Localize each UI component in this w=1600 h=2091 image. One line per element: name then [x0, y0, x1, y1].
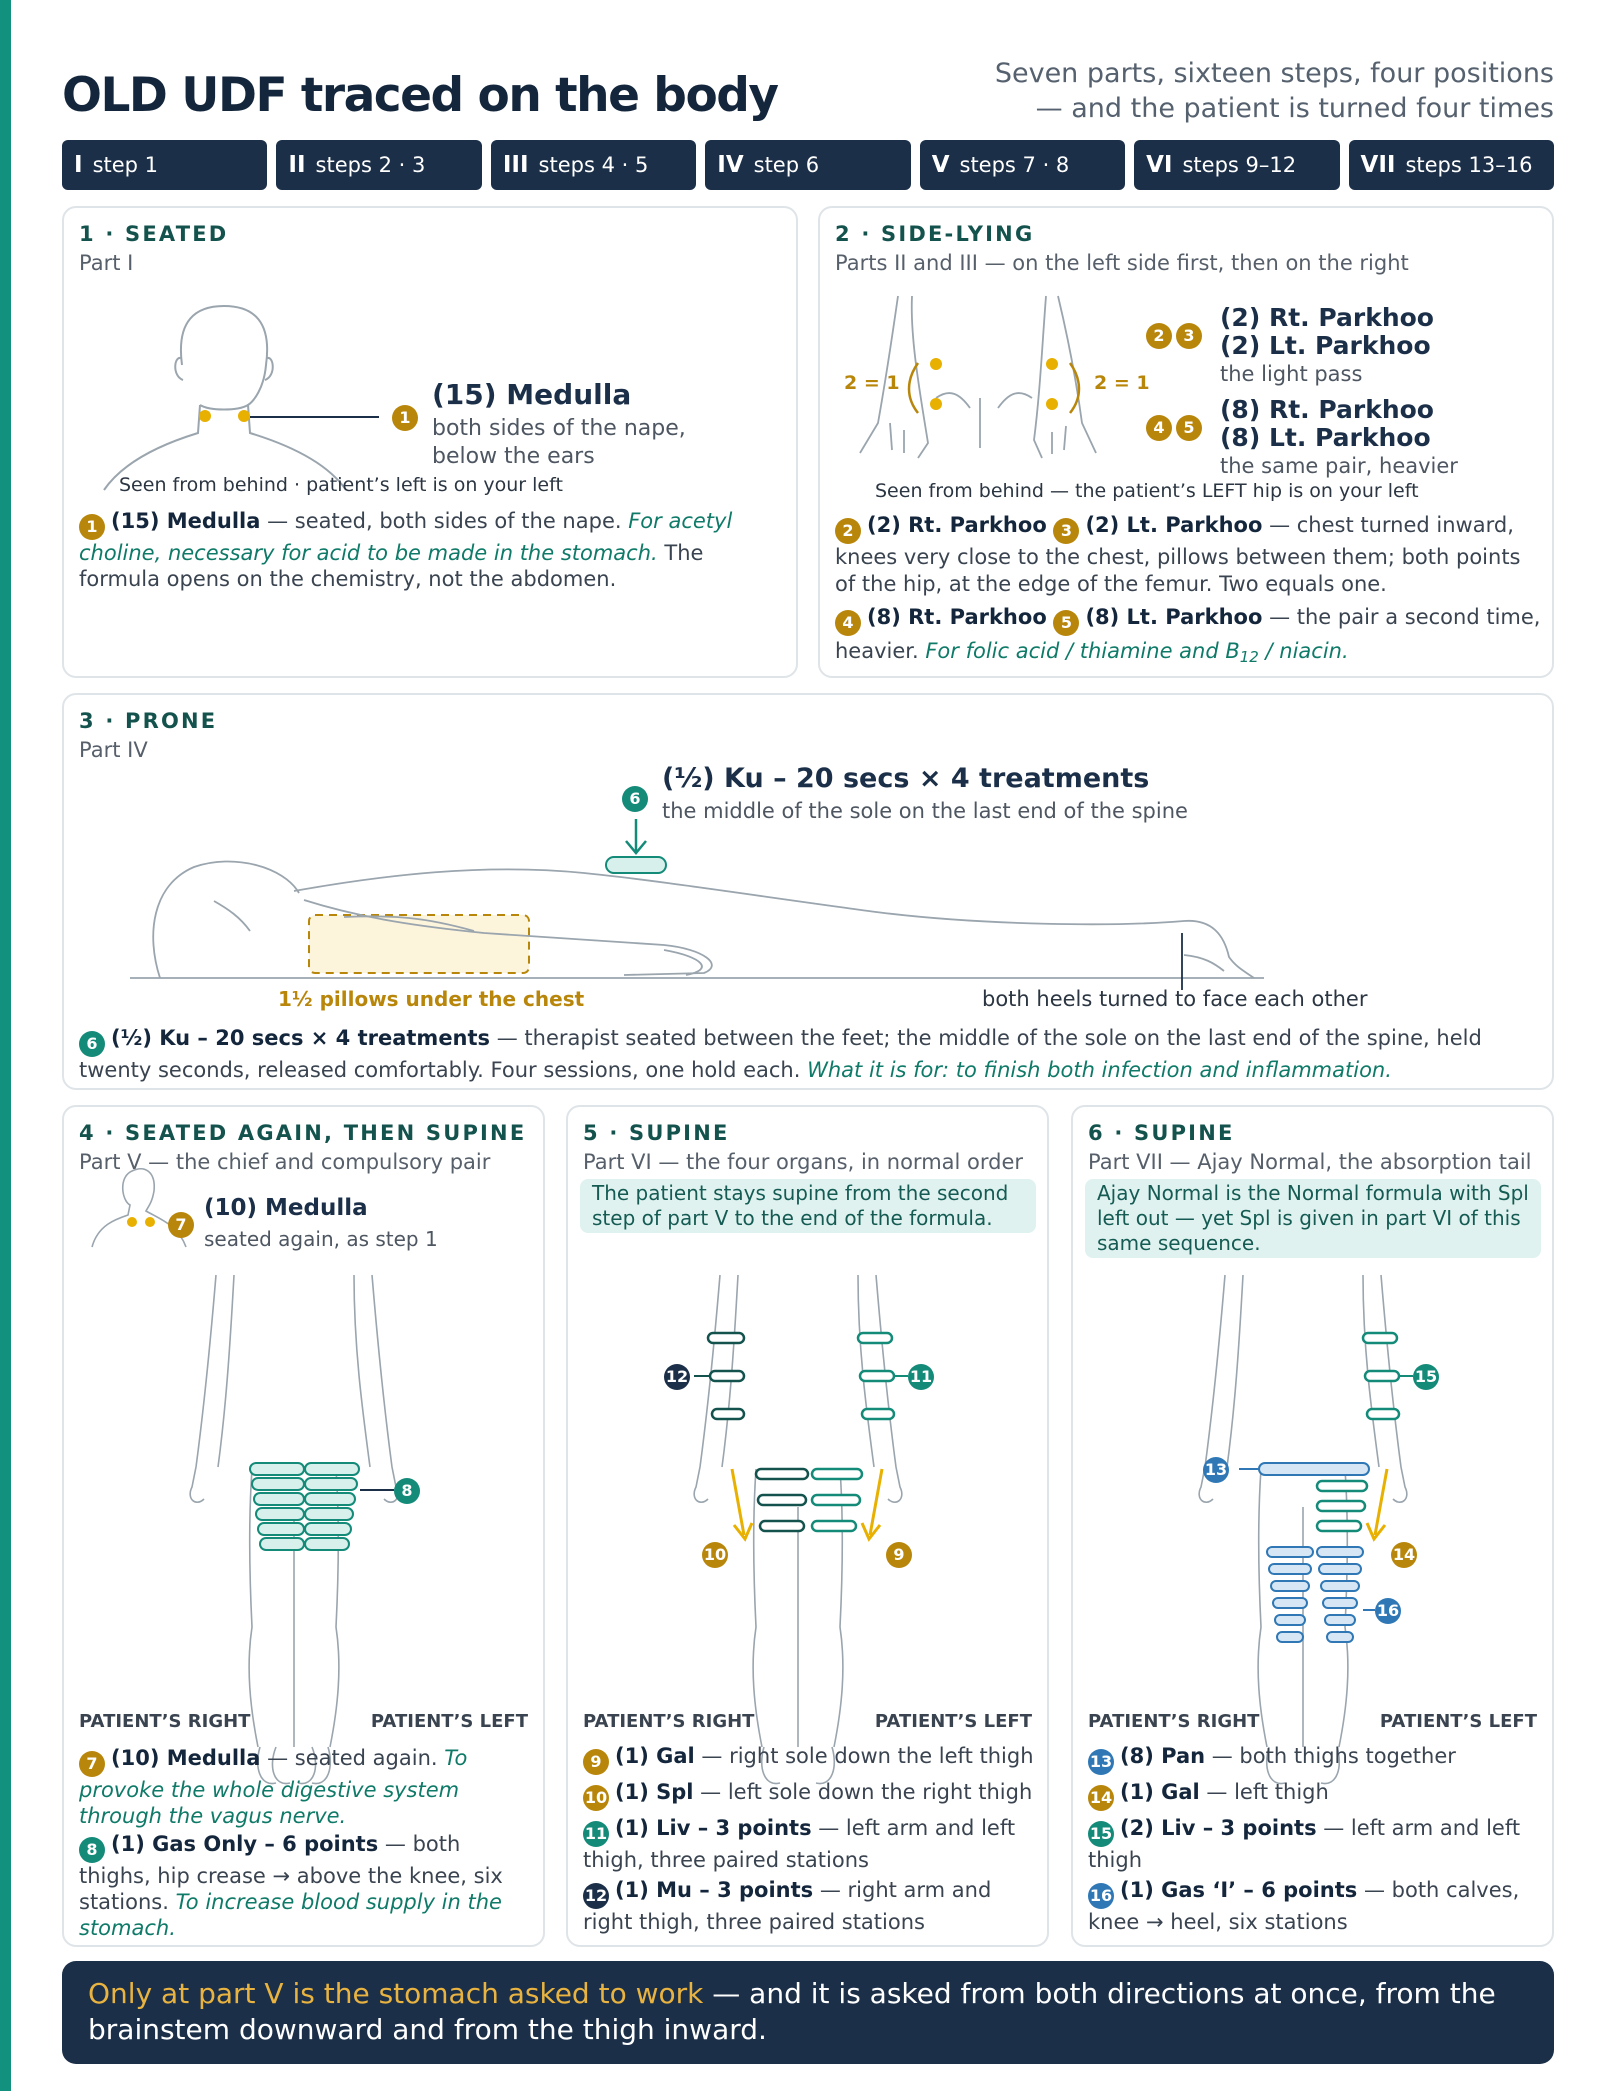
panel-heading: 2 · SIDE-LYING	[835, 222, 1035, 246]
supine-body-illustration	[91, 1167, 399, 1785]
point-description: both sides of the nape,below the ears	[432, 416, 686, 469]
panel-heading: 1 · SEATED	[79, 222, 229, 246]
panel-heading: 4 · SEATED AGAIN, THEN SUPINE	[79, 1121, 527, 1145]
step-13-description: 13(8) Pan — both thighs together	[1088, 1743, 1541, 1775]
point-title: (15) Medulla	[432, 378, 632, 411]
step-marker-10: 10	[702, 1541, 734, 1568]
step-marker-6: 6	[622, 785, 654, 812]
steps-2-3-description: 2(2) Rt. Parkhoo 3(2) Lt. Parkhoo — ches…	[835, 513, 1521, 596]
label-patient-right: PATIENT’S RIGHT	[79, 1711, 251, 1732]
panel-subheading: Part VII — Ajay Normal, the absorption t…	[1088, 1150, 1532, 1174]
label-patient-left: PATIENT’S LEFT	[370, 1711, 528, 1732]
panel-seated: 1 · SEATED Part I 1 (15) Medulla both si…	[62, 206, 798, 678]
step-16-description: 16(1) Gas ‘I’ – 6 points — both calves, …	[1088, 1878, 1520, 1934]
point-description: seated again, as step 1	[204, 1227, 438, 1251]
step-marker-11: 11	[908, 1363, 940, 1390]
step-marker-12: 12	[664, 1363, 696, 1390]
pair-b-labels: (8) Rt. Parkhoo(8) Lt. Parkhoo	[1220, 395, 1434, 452]
illustration-caption: Seen from behind · patient’s left is on …	[119, 474, 563, 496]
step-marker-14: 14	[1391, 1541, 1423, 1568]
step-marker-9: 9	[886, 1541, 918, 1568]
equals-label-left: 2 = 1	[844, 372, 900, 394]
label-patient-left: PATIENT’S LEFT	[874, 1711, 1032, 1732]
label-patient-left: PATIENT’S LEFT	[1379, 1711, 1537, 1732]
step-11-description: 11(1) Liv – 3 points — left arm and left…	[583, 1816, 1016, 1872]
panel-heading: 6 · SUPINE	[1088, 1121, 1235, 1145]
prone-body-illustration	[130, 819, 1264, 990]
step-marker-13: 13	[1203, 1456, 1235, 1483]
step-12-description: 12(1) Mu – 3 points — right arm and righ…	[583, 1878, 992, 1934]
summary-banner: Only at part V is the stomach asked to w…	[62, 1961, 1554, 2064]
pair-b-description: the same pair, heavier	[1220, 454, 1458, 478]
info-note: The patient stays supine from the second…	[580, 1179, 1036, 1233]
supine-legs-illustration	[1198, 1274, 1413, 1785]
step-marker-8: 8	[394, 1477, 426, 1504]
heels-label: both heels turned to face each other	[982, 987, 1368, 1011]
step-9-description: 9(1) Gal — right sole down the left thig…	[583, 1743, 1036, 1775]
step-7-description: 7(10) Medulla — seated again. To provoke…	[79, 1746, 468, 1828]
hips-illustration	[859, 295, 1097, 459]
step-marker-1: 1	[392, 404, 424, 431]
equals-label-right: 2 = 1	[1094, 372, 1150, 394]
step-15-description: 15(2) Liv – 3 points — left arm and left…	[1088, 1816, 1521, 1872]
head-back-illustration	[103, 304, 379, 491]
accent-stripe	[0, 0, 11, 2091]
panel-supine-organs: 5 · SUPINE Part VI — the four organs, in…	[566, 1105, 1049, 1947]
label-patient-right: PATIENT’S RIGHT	[1088, 1711, 1260, 1732]
label-patient-right: PATIENT’S RIGHT	[583, 1711, 755, 1732]
steps-4-5-description: 4(8) Rt. Parkhoo 5(8) Lt. Parkhoo — the …	[835, 605, 1541, 666]
step-marker-15: 15	[1413, 1363, 1445, 1390]
panel-subheading: Part IV	[79, 738, 148, 762]
panel-prone: 3 · PRONE Part IV 6 (½) Ku – 20 secs × 4…	[62, 693, 1554, 1090]
illustration-caption: Seen from behind — the patient’s LEFT hi…	[875, 480, 1419, 502]
page-title: OLD UDF traced on the body	[62, 68, 779, 123]
page-subtitle: Seven parts, sixteen steps, four positio…	[994, 58, 1554, 124]
panel-side-lying: 2 · SIDE-LYING Parts II and III — on the…	[818, 206, 1554, 678]
step-8-description: 8(1) Gas Only – 6 points — both thighs, …	[79, 1832, 503, 1940]
pillow-label: 1½ pillows under the chest	[278, 987, 585, 1011]
panel-subheading: Parts II and III — on the left side firs…	[835, 251, 1409, 275]
step-6-description: 6(½) Ku – 20 secs × 4 treatments — thera…	[79, 1026, 1482, 1082]
panel-subheading: Part I	[79, 251, 134, 275]
point-title: (10) Medulla	[204, 1195, 368, 1221]
pair-a-labels: (2) Rt. Parkhoo(2) Lt. Parkhoo	[1220, 303, 1434, 360]
step-marker-16: 16	[1375, 1597, 1407, 1624]
point-description: the middle of the sole on the last end o…	[662, 799, 1188, 823]
info-note: Ajay Normal is the Normal formula with S…	[1085, 1179, 1541, 1258]
panel-heading: 5 · SUPINE	[583, 1121, 730, 1145]
panel-subheading: Part VI — the four organs, in normal ord…	[583, 1150, 1024, 1174]
panel-heading: 3 · PRONE	[79, 709, 218, 733]
step-marker-7: 7	[168, 1211, 200, 1238]
panel-seated-again-supine: 4 · SEATED AGAIN, THEN SUPINE Part V — t…	[62, 1105, 545, 1947]
pair-a-description: the light pass	[1220, 362, 1363, 386]
panel-supine-absorption: 6 · SUPINE Part VII — Ajay Normal, the a…	[1071, 1105, 1554, 1947]
step-1-description: 1(15) Medulla — seated, both sides of th…	[79, 509, 733, 591]
step-14-description: 14(1) Gal — left thigh	[1088, 1779, 1541, 1811]
point-title: (½) Ku – 20 secs × 4 treatments	[662, 763, 1150, 794]
step-10-description: 10(1) Spl — left sole down the right thi…	[583, 1779, 1036, 1811]
supine-legs-illustration	[693, 1274, 908, 1785]
